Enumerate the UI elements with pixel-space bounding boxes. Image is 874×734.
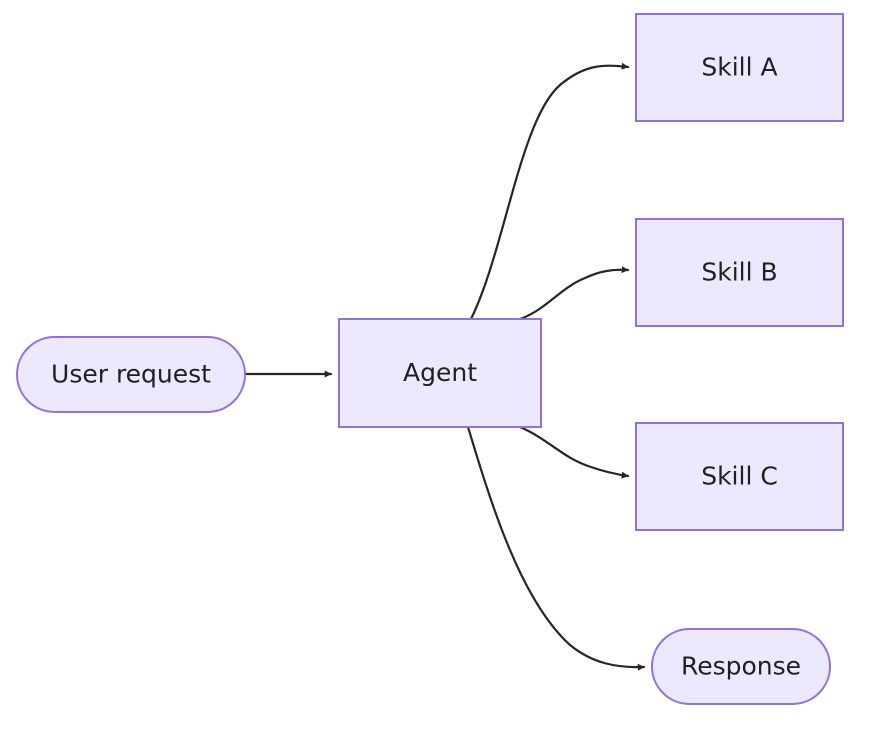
node-skill-a[interactable]: Skill A (635, 13, 844, 122)
node-skill-b[interactable]: Skill B (635, 218, 844, 327)
node-user-request[interactable]: User request (16, 336, 246, 413)
edge-agent-to-skill-b (518, 266, 630, 321)
node-shape-skill-b[interactable] (635, 218, 844, 327)
edge-agent-to-skill-c (518, 425, 630, 479)
node-shape-skill-a[interactable] (635, 13, 844, 122)
node-skill-c[interactable]: Skill C (635, 422, 844, 531)
edge-agent-to-skill-a (469, 62, 630, 321)
edges-layer (244, 62, 646, 671)
node-shape-skill-c[interactable] (635, 422, 844, 531)
node-shape-response[interactable] (651, 628, 831, 705)
node-shape-user-request[interactable] (16, 336, 246, 413)
nodes-layer: User request Agent Skill A Skill B Skill C Re… (16, 13, 844, 705)
edge-agent-to-response (466, 425, 646, 671)
node-response[interactable]: Response (651, 628, 831, 705)
node-agent[interactable]: Agent (338, 318, 542, 428)
node-shape-agent[interactable] (338, 318, 542, 428)
